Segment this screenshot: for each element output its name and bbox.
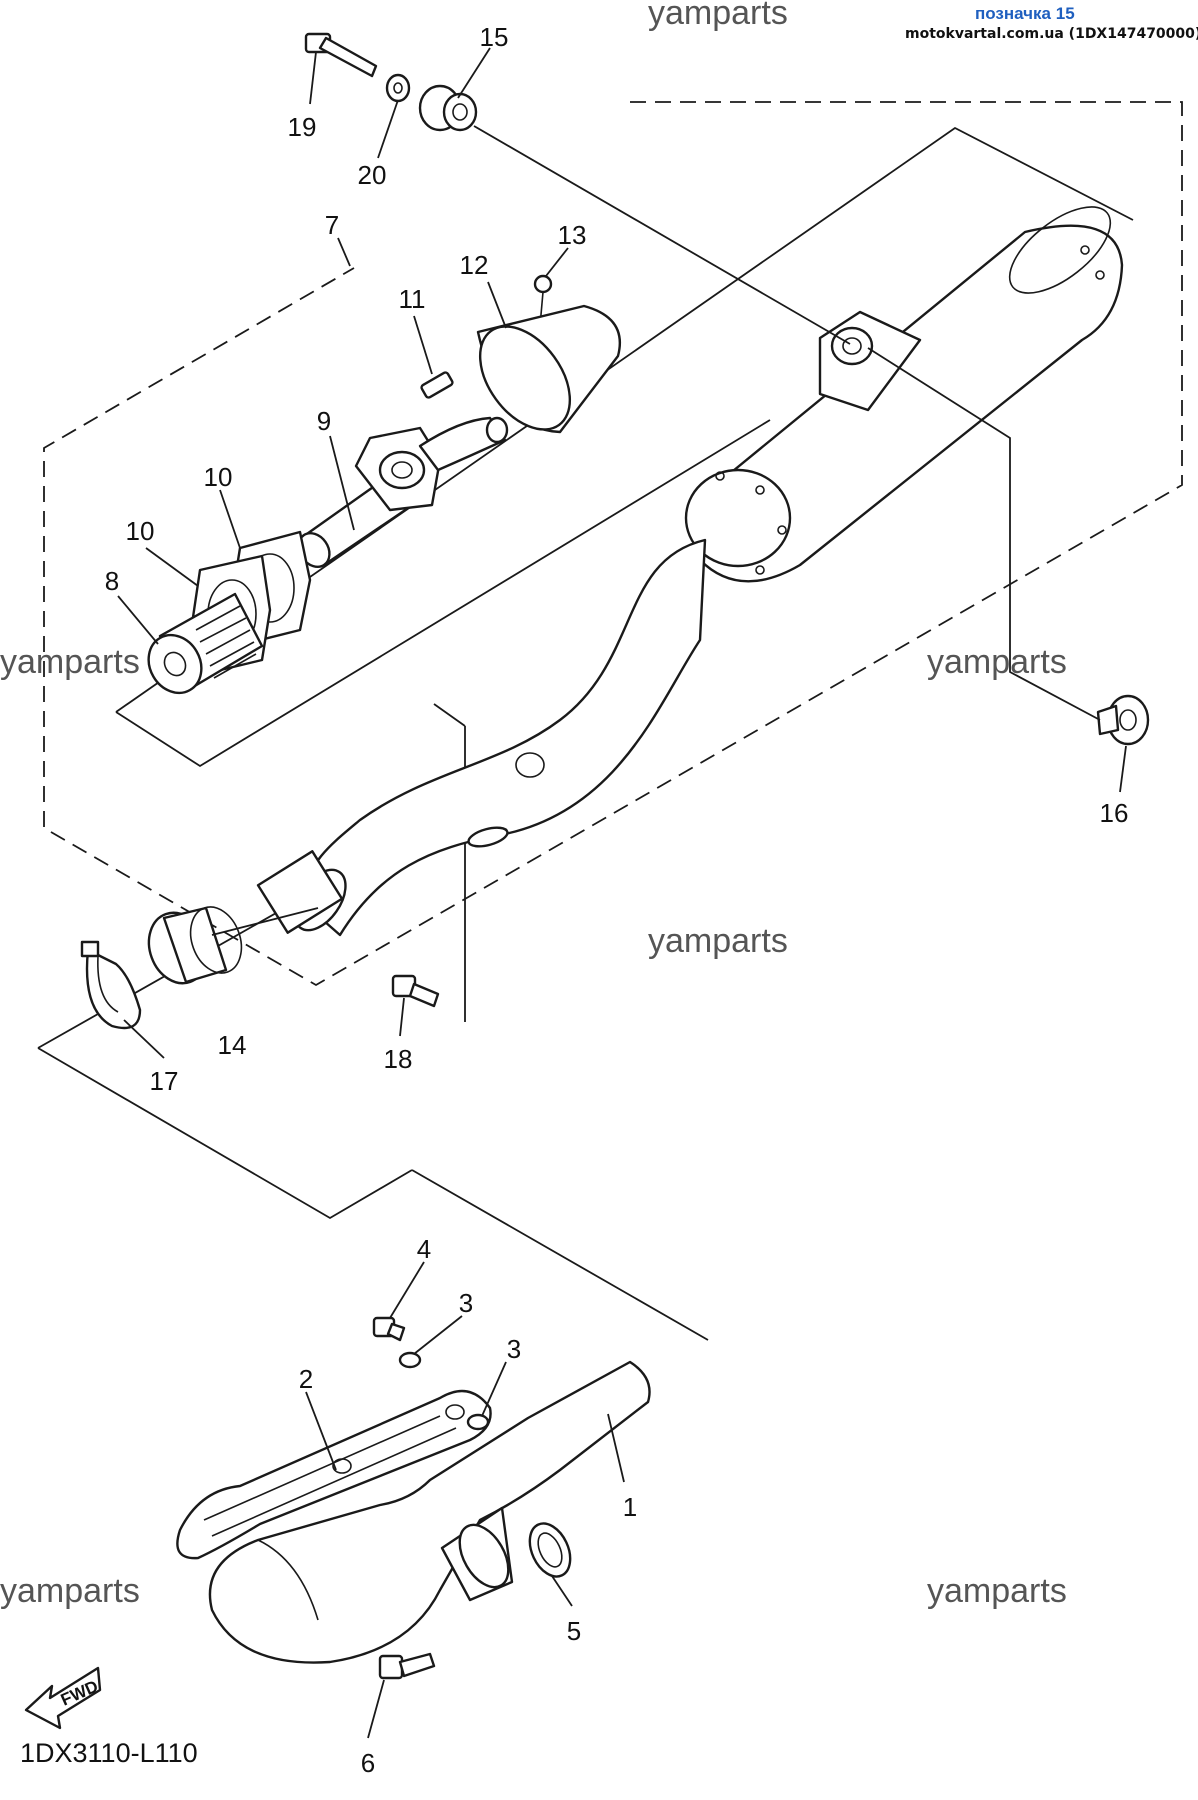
gasket-14[interactable]: [139, 900, 250, 992]
callout-14: 14: [218, 1030, 247, 1060]
bolt-4[interactable]: [372, 1316, 406, 1342]
washer-20[interactable]: [385, 73, 411, 103]
watermark: yamparts: [648, 922, 788, 960]
bolt-19[interactable]: [304, 32, 378, 78]
watermark: yamparts: [927, 643, 1067, 681]
leader-14: [211, 907, 319, 936]
callout-5: 5: [567, 1616, 581, 1646]
watermark: yamparts: [0, 1572, 140, 1610]
callout-9: 9: [317, 406, 331, 436]
fwd-arrow-icon: FWD: [24, 1666, 102, 1730]
callout-8: 8: [105, 566, 119, 596]
bracket-line-lower: [37, 835, 709, 1341]
callout-20: 20: [358, 160, 387, 190]
gasket-5[interactable]: [522, 1517, 578, 1583]
leader-lines: [117, 47, 1127, 1739]
silencer-body[interactable]: [684, 191, 1125, 583]
silencer-mount-bracket[interactable]: [818, 310, 922, 412]
callout-12: 12: [460, 250, 489, 280]
screw-11[interactable]: [420, 371, 454, 399]
leader-16: [867, 347, 1101, 721]
spark-arrester-8[interactable]: [138, 592, 264, 702]
assembly-7-outline: [43, 101, 1183, 987]
callout-3a: 3: [459, 1288, 473, 1318]
callout-2: 2: [299, 1364, 313, 1394]
washer-3b[interactable]: [466, 1413, 490, 1431]
header-tag[interactable]: позначка 15: [975, 4, 1075, 23]
callout-4: 4: [417, 1234, 431, 1264]
washer-3a[interactable]: [398, 1351, 422, 1369]
callout-13: 13: [558, 220, 587, 250]
callout-1: 1: [623, 1492, 637, 1522]
diagram-code: 1DX3110-L110: [20, 1738, 198, 1768]
callout-7: 7: [325, 210, 339, 240]
bolt-18[interactable]: [391, 974, 440, 1008]
collar-15[interactable]: [418, 84, 478, 132]
bracket-line-left-mid: [433, 703, 466, 1022]
watermark: yamparts: [0, 643, 140, 681]
watermark: yamparts: [648, 0, 788, 32]
callout-10a: 10: [204, 462, 233, 492]
inner-pipe-9[interactable]: [292, 416, 509, 573]
header-site: motokvartal.com.ua (1DX147470000): [905, 26, 1198, 42]
callout-17: 17: [150, 1066, 179, 1096]
exhaust-pipe[interactable]: [256, 538, 707, 939]
end-cap-12[interactable]: [462, 304, 621, 446]
grommet-16[interactable]: [1096, 694, 1150, 746]
leader-15-bracket: [473, 125, 851, 345]
callout-15: 15: [480, 22, 509, 52]
clamp-17[interactable]: [80, 940, 142, 1030]
callout-3b: 3: [507, 1334, 521, 1364]
callout-6: 6: [361, 1748, 375, 1778]
exhaust-header-1[interactable]: [208, 1360, 651, 1664]
callout-11: 11: [399, 284, 426, 314]
callout-19: 19: [288, 112, 317, 142]
callout-16: 16: [1100, 798, 1129, 828]
watermark: yamparts: [927, 1572, 1067, 1610]
callout-18: 18: [384, 1044, 413, 1074]
bolt-6[interactable]: [378, 1652, 436, 1680]
callout-10b: 10: [126, 516, 155, 546]
